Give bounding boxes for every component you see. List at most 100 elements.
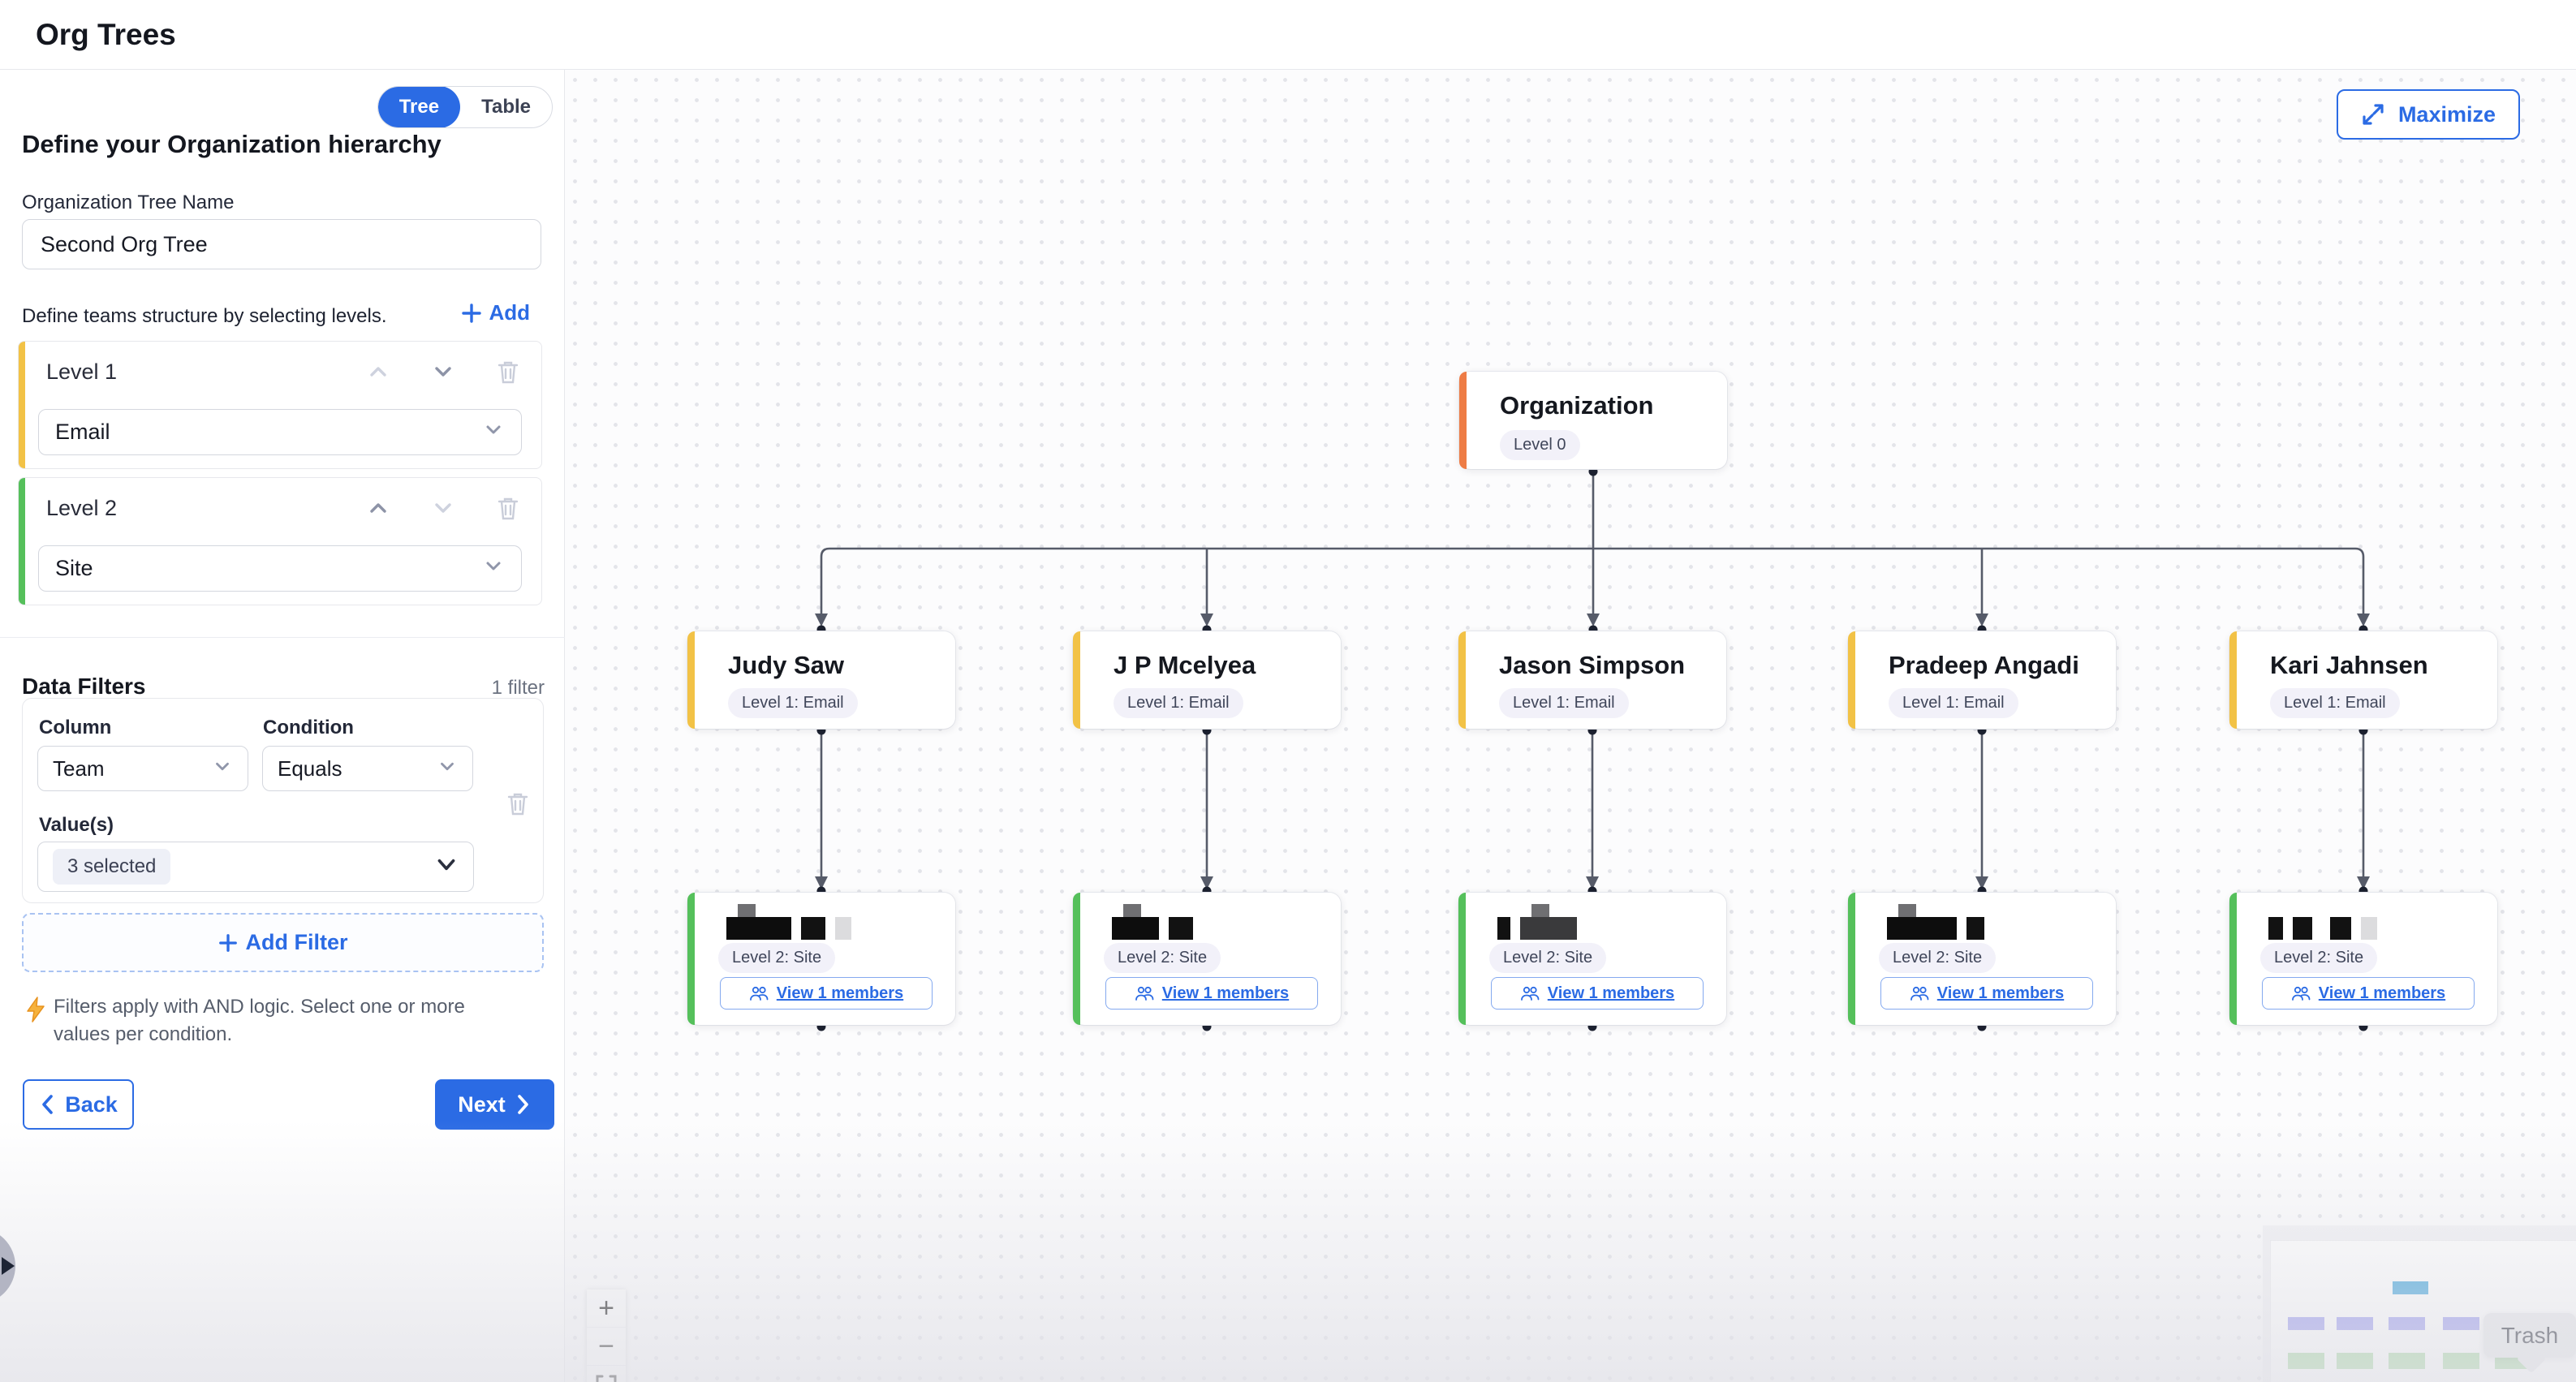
column-select[interactable]: Team (37, 746, 248, 791)
level-badge: Level 0 (1500, 430, 1580, 460)
org-node-level2[interactable]: Level 2: Site View 1 members (2229, 893, 2497, 1025)
level-badge: Level 2: Site (718, 943, 836, 973)
sidebar-heading: Define your Organization hierarchy (22, 130, 442, 158)
zoom-controls: + − (587, 1289, 626, 1382)
members-icon (1520, 986, 1540, 1001)
level-badge: Level 1: Email (1889, 688, 2018, 718)
chevron-down-icon (482, 418, 505, 446)
node-accent (1073, 631, 1080, 729)
level-badge: Level 2: Site (1104, 943, 1221, 973)
node-title: Jason Simpson (1499, 651, 1686, 679)
page-header: Org Trees (0, 0, 2576, 70)
delete-level-icon[interactable] (494, 494, 522, 522)
toggle-table[interactable]: Table (481, 96, 531, 118)
move-down-icon[interactable] (429, 358, 457, 385)
redacted-name (1887, 904, 1984, 940)
toggle-tree[interactable]: Tree (377, 87, 461, 127)
minimap-node (2337, 1353, 2373, 1369)
members-icon (1135, 986, 1154, 1001)
condition-select[interactable]: Equals (262, 746, 473, 791)
level-1-select-value: Email (55, 420, 110, 444)
level-2-label: Level 2 (46, 496, 118, 520)
add-level-button[interactable]: Add (461, 300, 530, 325)
filters-note: Filters apply with AND logic. Select one… (54, 996, 465, 1045)
chevron-down-icon (437, 756, 458, 782)
level-badge: Level 1: Email (1114, 688, 1243, 718)
org-node-level1[interactable]: Pradeep Angadi Level 1: Email (1848, 631, 2116, 729)
org-tree-canvas[interactable]: Maximize (565, 70, 2576, 1382)
level-badge: Level 2: Site (1879, 943, 1997, 973)
org-node-level2[interactable]: Level 2: Site View 1 members (1848, 893, 2116, 1025)
level-2-select[interactable]: Site (38, 545, 522, 592)
zoom-in-button[interactable]: + (587, 1289, 626, 1328)
minimap-node (2288, 1317, 2324, 1330)
org-node-level1[interactable]: Jason Simpson Level 1: Email (1458, 631, 1726, 729)
view-members-button[interactable]: View 1 members (1105, 977, 1318, 1010)
add-filter-label: Add Filter (245, 930, 348, 954)
org-node-level2[interactable]: Level 2: Site View 1 members (1073, 893, 1341, 1025)
next-label: Next (458, 1091, 506, 1117)
move-up-icon[interactable] (364, 358, 392, 385)
minimap-node (2389, 1353, 2425, 1369)
plus-icon (218, 933, 237, 952)
level-badge: Level 2: Site (2260, 943, 2378, 973)
view-members-label: View 1 members (1936, 984, 2065, 1002)
members-icon (2291, 986, 2311, 1001)
node-title: Judy Saw (728, 651, 844, 679)
chevron-left-icon (42, 1095, 54, 1114)
level-1-card: Level 1 Email (18, 341, 542, 469)
filter-card: Column Team Condition Equals Value(s) 3 … (22, 698, 544, 903)
node-accent (687, 631, 695, 729)
fit-view-icon (596, 1375, 617, 1382)
column-select-value: Team (53, 756, 105, 781)
values-label: Value(s) (39, 814, 114, 836)
org-node-level2[interactable]: Level 2: Site View 1 members (687, 893, 955, 1025)
delete-filter-icon[interactable] (504, 790, 532, 817)
node-title: Organization (1500, 391, 1654, 420)
node-title: J P Mcelyea (1114, 651, 1256, 679)
section-divider (0, 637, 565, 638)
add-filter-button[interactable]: Add Filter (22, 913, 544, 972)
level-badge: Level 1: Email (728, 688, 858, 718)
delete-level-icon[interactable] (494, 358, 522, 385)
org-node-level2[interactable]: Level 2: Site View 1 members (1458, 893, 1726, 1025)
back-button[interactable]: Back (23, 1079, 134, 1130)
level-2-select-value: Site (55, 556, 93, 580)
page-title: Org Trees (36, 18, 176, 51)
level-1-select[interactable]: Email (38, 409, 522, 455)
view-members-button[interactable]: View 1 members (2262, 977, 2475, 1010)
column-label: Column (39, 717, 112, 738)
org-node-root[interactable]: Organization Level 0 (1459, 372, 1727, 469)
node-accent (1458, 631, 1466, 729)
node-accent (1848, 893, 1855, 1025)
chevron-down-icon (482, 554, 505, 583)
zoom-out-button[interactable]: − (587, 1328, 626, 1366)
tree-name-input[interactable] (22, 219, 541, 269)
minimap-root-node (2393, 1281, 2428, 1294)
org-node-level1[interactable]: Judy Saw Level 1: Email (687, 631, 955, 729)
view-members-button[interactable]: View 1 members (1880, 977, 2093, 1010)
node-title: Pradeep Angadi (1889, 651, 2079, 679)
members-icon (1910, 986, 1929, 1001)
move-down-icon[interactable] (429, 494, 457, 522)
plus-icon (462, 303, 482, 323)
view-members-label: View 1 members (1547, 984, 1675, 1002)
next-button[interactable]: Next (435, 1079, 554, 1130)
level-badge: Level 1: Email (1499, 688, 1629, 718)
trash-tooltip: Trash (2483, 1313, 2576, 1358)
maximize-label: Maximize (2397, 101, 2496, 127)
level-1-label: Level 1 (46, 359, 118, 384)
members-icon (749, 986, 769, 1001)
maximize-button[interactable]: Maximize (2336, 89, 2520, 140)
org-node-level1[interactable]: J P Mcelyea Level 1: Email (1073, 631, 1341, 729)
values-select[interactable]: 3 selected (37, 842, 474, 892)
values-selected-chip: 3 selected (53, 849, 171, 885)
trash-tooltip-label: Trash (2501, 1322, 2559, 1348)
minimap-node (2443, 1317, 2479, 1330)
minimap-node (2337, 1317, 2373, 1330)
move-up-icon[interactable] (364, 494, 392, 522)
fit-view-button[interactable] (587, 1366, 626, 1382)
org-node-level1[interactable]: Kari Jahnsen Level 1: Email (2229, 631, 2497, 729)
view-members-button[interactable]: View 1 members (1491, 977, 1704, 1010)
view-members-button[interactable]: View 1 members (720, 977, 933, 1010)
